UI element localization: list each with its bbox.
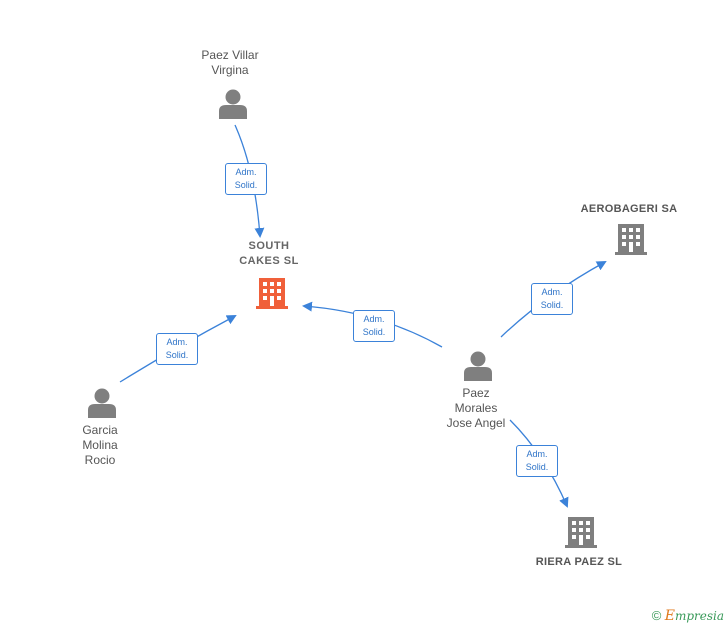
person-icon[interactable] (219, 89, 247, 124)
copyright-symbol: © (651, 608, 662, 623)
company-label-riera: RIERA PAEZ SL (535, 556, 623, 568)
main-company-label: SOUTH CAKES SL (239, 240, 299, 267)
person-label-paez-morales: Paez Morales Jose Angel (446, 386, 506, 430)
edge-label-line-2: Solid. (165, 350, 189, 360)
edge-label-garcia: Adm. Solid. (156, 333, 198, 365)
main-company-building-icon[interactable] (256, 276, 288, 315)
edge-label-line-1: Adm. (541, 287, 563, 297)
empresia-logo[interactable]: © Empresia (652, 608, 724, 624)
edge-label-paez-morales-main: Adm. Solid. (353, 310, 395, 342)
edge-label-paez-villar: Adm. Solid. (225, 163, 267, 195)
edge-label-line-1: Adm. (363, 314, 385, 324)
person-icon[interactable] (464, 351, 492, 386)
brand-name: mpresia (674, 609, 724, 623)
edge-label-line-1: Adm. (166, 337, 188, 347)
edge-label-line-2: Solid. (525, 462, 549, 472)
edge-label-aerobageri: Adm. Solid. (531, 283, 573, 315)
building-icon[interactable] (565, 515, 597, 554)
company-label-aerobageri: AEROBAGERI SA (580, 203, 678, 215)
edge-label-line-2: Solid. (362, 327, 386, 337)
edge-label-line-2: Solid. (540, 300, 564, 310)
edge-label-line-2: Solid. (234, 180, 258, 190)
building-icon[interactable] (615, 222, 647, 261)
person-label-garcia: Garcia Molina Rocio (82, 423, 118, 467)
brand-initial: E (664, 608, 675, 624)
person-icon[interactable] (88, 388, 116, 423)
edge-label-line-1: Adm. (235, 167, 257, 177)
edge-label-line-1: Adm. (526, 449, 548, 459)
person-label-paez-villar: Paez Villar Virgina (201, 48, 259, 77)
edge-label-riera: Adm. Solid. (516, 445, 558, 477)
